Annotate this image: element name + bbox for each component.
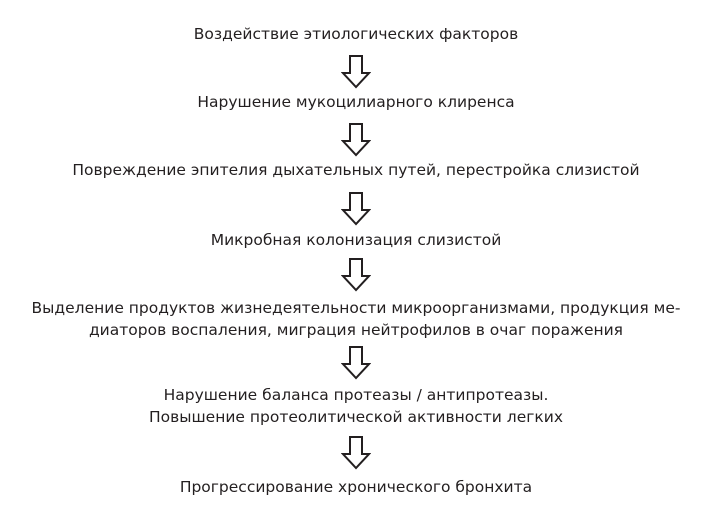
down-arrow-icon: [341, 123, 371, 157]
step-text: Нарушение мукоцилиарного клиренса: [197, 93, 515, 111]
step-text: Микробная колонизация слизистой: [210, 231, 502, 249]
step-text: Прогрессирование хронического бронхита: [179, 478, 533, 496]
step-6: Нарушение баланса протеазы / антипротеаз…: [0, 384, 712, 428]
step-text: Нарушение баланса протеазы / антипротеаз…: [163, 386, 549, 404]
down-arrow-icon: [341, 192, 371, 226]
down-arrow-icon: [341, 436, 371, 470]
step-text: Воздействие этиологических факторов: [193, 25, 519, 43]
step-text: диаторов воспаления, миграция нейтрофило…: [88, 321, 624, 339]
step-7: Прогрессирование хронического бронхита: [0, 476, 712, 498]
down-arrow-icon: [341, 55, 371, 89]
step-text: Повреждение эпителия дыхательных путей, …: [72, 161, 640, 179]
step-2: Нарушение мукоцилиарного клиренса: [0, 91, 712, 113]
down-arrow-icon: [341, 346, 371, 380]
step-text: Повышение протеолитической активности ле…: [148, 408, 563, 426]
step-4: Микробная колонизация слизистой: [0, 229, 712, 251]
step-1: Воздействие этиологических факторов: [0, 23, 712, 45]
step-5: Выделение продуктов жизнедеятельности ми…: [0, 297, 712, 341]
step-text: Выделение продуктов жизнедеятельности ми…: [31, 299, 681, 317]
step-3: Повреждение эпителия дыхательных путей, …: [0, 159, 712, 181]
down-arrow-icon: [341, 258, 371, 292]
